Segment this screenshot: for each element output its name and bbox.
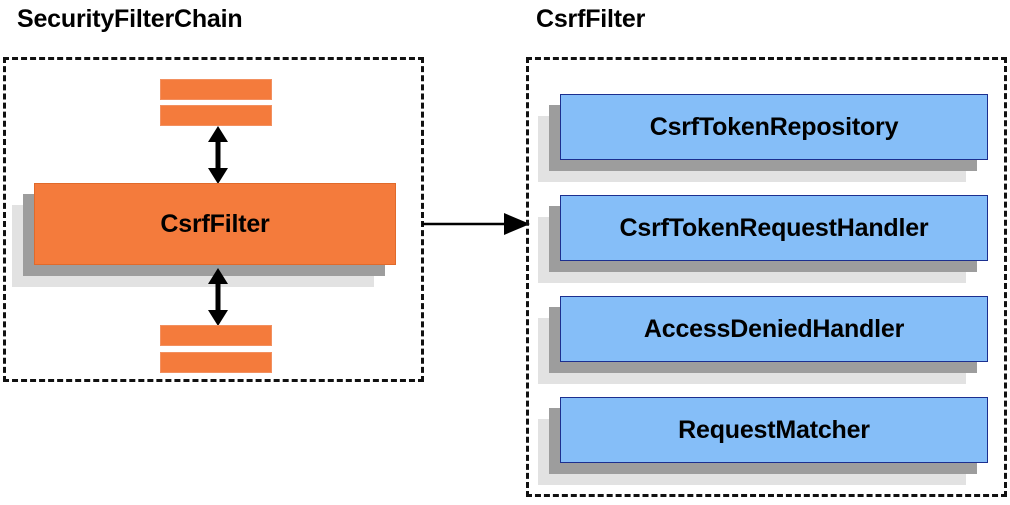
component-face[interactable]: CsrfTokenRequestHandler — [560, 195, 988, 261]
filter-bar-above-2 — [160, 105, 272, 126]
component-label: RequestMatcher — [678, 415, 870, 444]
filter-bar-above-1 — [160, 79, 272, 100]
left-to-right-arrow — [422, 213, 530, 235]
component-access-denied-handler[interactable]: AccessDeniedHandler — [538, 296, 988, 384]
csrffilter-block[interactable]: CsrfFilter — [12, 183, 396, 287]
component-face[interactable]: RequestMatcher — [560, 397, 988, 463]
component-face[interactable]: CsrfTokenRepository — [560, 94, 988, 160]
filter-bar-below-2 — [160, 352, 272, 373]
csrffilter-label: CsrfFilter — [160, 209, 270, 238]
component-label: AccessDeniedHandler — [643, 314, 905, 343]
csrffilter-detail-panel — [526, 57, 1007, 497]
csrffilter-face[interactable]: CsrfFilter — [34, 183, 396, 265]
component-label: CsrfTokenRequestHandler — [619, 213, 929, 242]
component-csrf-token-repository[interactable]: CsrfTokenRepository — [538, 94, 988, 182]
component-request-matcher[interactable]: RequestMatcher — [538, 397, 988, 485]
security-filter-chain-panel — [3, 57, 424, 382]
arrow-up-down-above-csrffilter — [208, 126, 228, 184]
filter-bar-below-1 — [160, 325, 272, 346]
right-panel-title: CsrfFilter — [536, 5, 646, 33]
arrow-up-down-below-csrffilter — [208, 268, 228, 326]
component-label: CsrfTokenRepository — [649, 112, 899, 141]
component-face[interactable]: AccessDeniedHandler — [560, 296, 988, 362]
left-panel-title: SecurityFilterChain — [17, 5, 243, 33]
component-csrf-token-request-handler[interactable]: CsrfTokenRequestHandler — [538, 195, 988, 283]
